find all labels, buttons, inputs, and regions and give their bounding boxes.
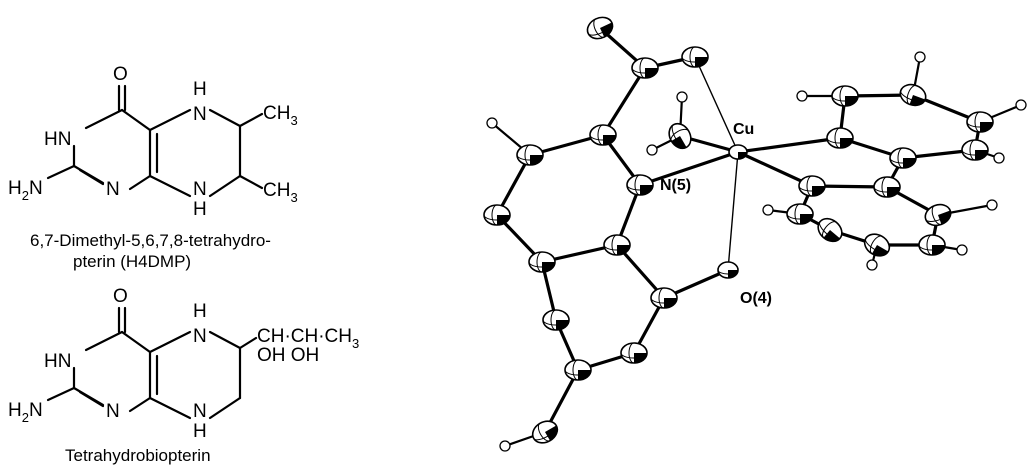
bh4-n1: N bbox=[106, 401, 120, 422]
crystal-atoms bbox=[483, 12, 994, 448]
structure-h4dmp: O H N HN CH3 H2N N N H CH3 6,7-Dimethyl-… bbox=[8, 64, 298, 271]
bh4-caption: Tetrahydrobiopterin bbox=[65, 446, 211, 465]
h4dmp-methyl-bottom: CH3 bbox=[263, 180, 298, 205]
h4dmp-n1: N bbox=[106, 179, 120, 200]
bh4-carbonyl-oxygen: O bbox=[113, 286, 128, 307]
bh4-n8-hydrogen: H bbox=[193, 421, 207, 442]
h4dmp-caption-line1: 6,7-Dimethyl-5,6,7,8-tetrahydro- bbox=[30, 231, 271, 250]
bh4-side-chain: CH·CH·CH3 bbox=[257, 326, 359, 351]
h4dmp-carbonyl-oxygen: O bbox=[113, 64, 128, 85]
bh4-n5: N bbox=[193, 326, 207, 347]
o4-label: O(4) bbox=[740, 290, 772, 307]
h4dmp-amino: H2N bbox=[8, 178, 43, 203]
h4dmp-n5-hydrogen: H bbox=[193, 79, 207, 100]
bh4-bonds bbox=[46, 306, 258, 420]
bh4-side-chain-hydroxyls: OH OH bbox=[257, 345, 319, 366]
h4dmp-methyl-top: CH3 bbox=[263, 103, 298, 128]
bh4-n5-hydrogen: H bbox=[193, 301, 207, 322]
h4dmp-n5: N bbox=[193, 104, 207, 125]
h4dmp-n3-hn: HN bbox=[44, 129, 71, 150]
cu-label: Cu bbox=[733, 121, 754, 138]
h4dmp-bonds bbox=[46, 84, 264, 198]
structure-tetrahydrobiopterin: O H N HN CH·CH·CH3 OH OH H2N N N H Tetra… bbox=[8, 286, 359, 465]
crystal-structure: Cu N(5) O(4) bbox=[483, 12, 1027, 452]
h4dmp-n8-hydrogen: H bbox=[193, 199, 207, 220]
n5-label: N(5) bbox=[660, 177, 691, 194]
bh4-n8: N bbox=[193, 401, 207, 422]
crystal-bonds bbox=[490, 26, 1023, 448]
bh4-n3-hn: HN bbox=[44, 351, 71, 372]
h4dmp-n8: N bbox=[193, 179, 207, 200]
h4dmp-caption-line2: pterin (H4DMP) bbox=[73, 252, 191, 271]
bh4-amino: H2N bbox=[8, 400, 43, 425]
crystal-hydrogens bbox=[486, 51, 1027, 452]
